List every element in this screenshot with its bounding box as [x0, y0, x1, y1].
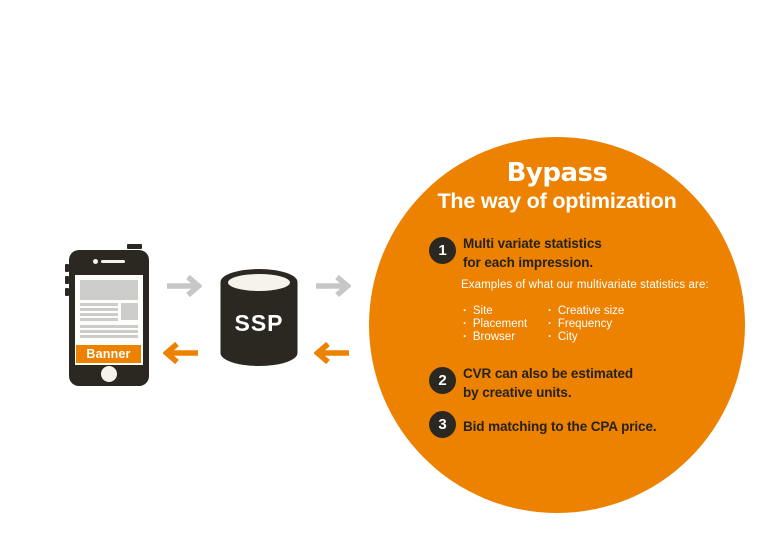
- phone-volume-button: [65, 276, 69, 284]
- point-3-badge: 3: [429, 411, 456, 438]
- example-item: Browser: [463, 331, 527, 344]
- arrow-left-ssp-to-phone-icon: [163, 341, 198, 365]
- point-1-line-2: for each impression.: [463, 255, 594, 270]
- point-3-line-1: Bid matching to the CPA price.: [463, 419, 657, 434]
- phone-volume-button: [65, 288, 69, 296]
- point-1-line-1: Multi variate statistics: [463, 236, 602, 251]
- article-row: [80, 303, 138, 321]
- examples-intro: Examples of what our multivariate statis…: [461, 279, 709, 291]
- phone-home-button: [101, 366, 117, 382]
- bubble-title: The way of optimization: [437, 189, 677, 213]
- examples-column-2: Creative size Frequency City: [548, 305, 624, 345]
- example-item: Site: [463, 305, 527, 318]
- point-2-text: CVR can also be estimated by creative un…: [463, 364, 633, 402]
- example-item: Placement: [463, 318, 527, 331]
- thumbnail-placeholder: [121, 303, 138, 320]
- phone-power-button: [127, 244, 142, 249]
- phone-volume-button: [65, 264, 69, 272]
- page-header-placeholder: [80, 280, 138, 300]
- example-item: Frequency: [548, 318, 624, 331]
- text-lines-placeholder: [80, 303, 118, 323]
- phone-camera-icon: [93, 259, 98, 264]
- point-2-line-1: CVR can also be estimated: [463, 366, 634, 381]
- arrow-left-bypass-to-ssp-icon: [314, 341, 349, 365]
- examples-column-1: Site Placement Browser: [463, 305, 527, 345]
- arrow-right-phone-to-ssp-icon: [167, 274, 202, 298]
- point-3-text: Bid matching to the CPA price.: [463, 417, 657, 436]
- point-1-badge: 1: [429, 237, 456, 264]
- example-item: City: [548, 331, 624, 344]
- optimization-bubble: Bypass The way of optimization 1 Multi v…: [369, 137, 745, 513]
- text-lines-full: [80, 325, 138, 340]
- point-2-line-2: by creative units.: [463, 385, 572, 400]
- phone-body: Banner: [69, 250, 149, 386]
- ssp-database-icon: SSP: [220, 269, 298, 366]
- phone-speaker-icon: [101, 260, 125, 263]
- phone-screen: Banner: [75, 275, 143, 365]
- ad-banner[interactable]: Banner: [76, 345, 141, 363]
- point-1-text: Multi variate statistics for each impres…: [463, 234, 602, 272]
- arrow-right-ssp-to-bypass-icon: [316, 274, 351, 298]
- point-2-badge: 2: [429, 367, 456, 394]
- example-item: Creative size: [548, 305, 624, 318]
- ssp-label: SSP: [234, 310, 283, 336]
- bypass-logo: Bypass: [506, 158, 608, 188]
